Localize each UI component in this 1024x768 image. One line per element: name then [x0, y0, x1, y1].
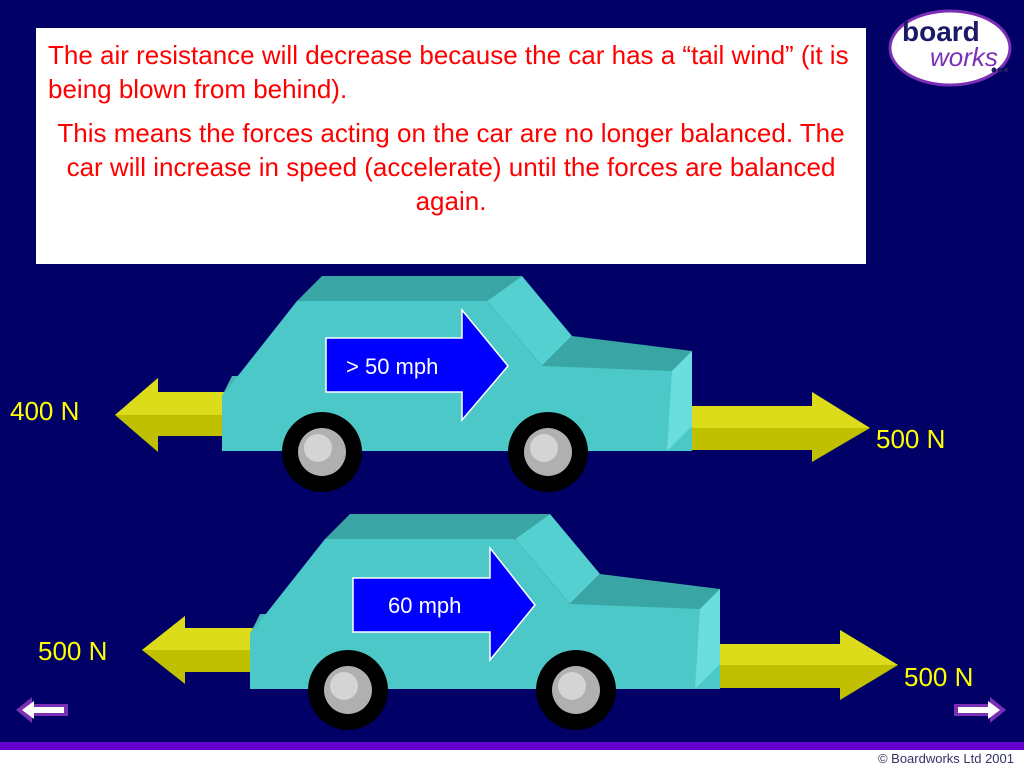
top-thrust-force-label: 500 N — [876, 424, 946, 454]
bottom-drag-force-label: 500 N — [38, 636, 108, 666]
top-drag-force-label: 400 N — [10, 396, 80, 426]
bottom-speed-label: 60 mph — [388, 593, 462, 618]
footer-strip — [0, 750, 1024, 768]
copyright-text: © Boardworks Ltd 2001 — [877, 751, 1014, 766]
top-drag-arrow — [115, 378, 228, 452]
top-car-rear-wheel — [282, 412, 362, 492]
bottom-car-front-wheel — [536, 650, 616, 730]
bottom-car-rear-wheel — [308, 650, 388, 730]
car-scene — [115, 276, 898, 730]
top-car-front-wheel — [508, 412, 588, 492]
forward-button[interactable] — [952, 694, 1008, 726]
footer-bar — [0, 742, 1024, 750]
back-button[interactable] — [14, 694, 70, 726]
logo-text-works: works — [930, 42, 998, 72]
left-arrow-icon — [16, 697, 68, 723]
explanation-paragraph-2: This means the forces acting on the car … — [57, 118, 845, 216]
logo-text-board: board — [902, 16, 980, 47]
explanation-paragraph-1: The air resistance will decrease because… — [48, 40, 849, 104]
bottom-thrust-arrow — [690, 630, 898, 700]
bottom-thrust-force-label: 500 N — [904, 662, 974, 692]
explanation-textbox: The air resistance will decrease because… — [36, 28, 866, 264]
boardworks-logo — [888, 9, 1012, 87]
bottom-speed-arrow — [352, 545, 536, 663]
right-arrow-icon — [954, 697, 1006, 723]
bottom-drag-arrow — [142, 616, 255, 684]
top-thrust-arrow — [662, 392, 870, 462]
top-speed-label: > 50 mph — [346, 354, 439, 379]
top-speed-arrow — [325, 307, 509, 423]
